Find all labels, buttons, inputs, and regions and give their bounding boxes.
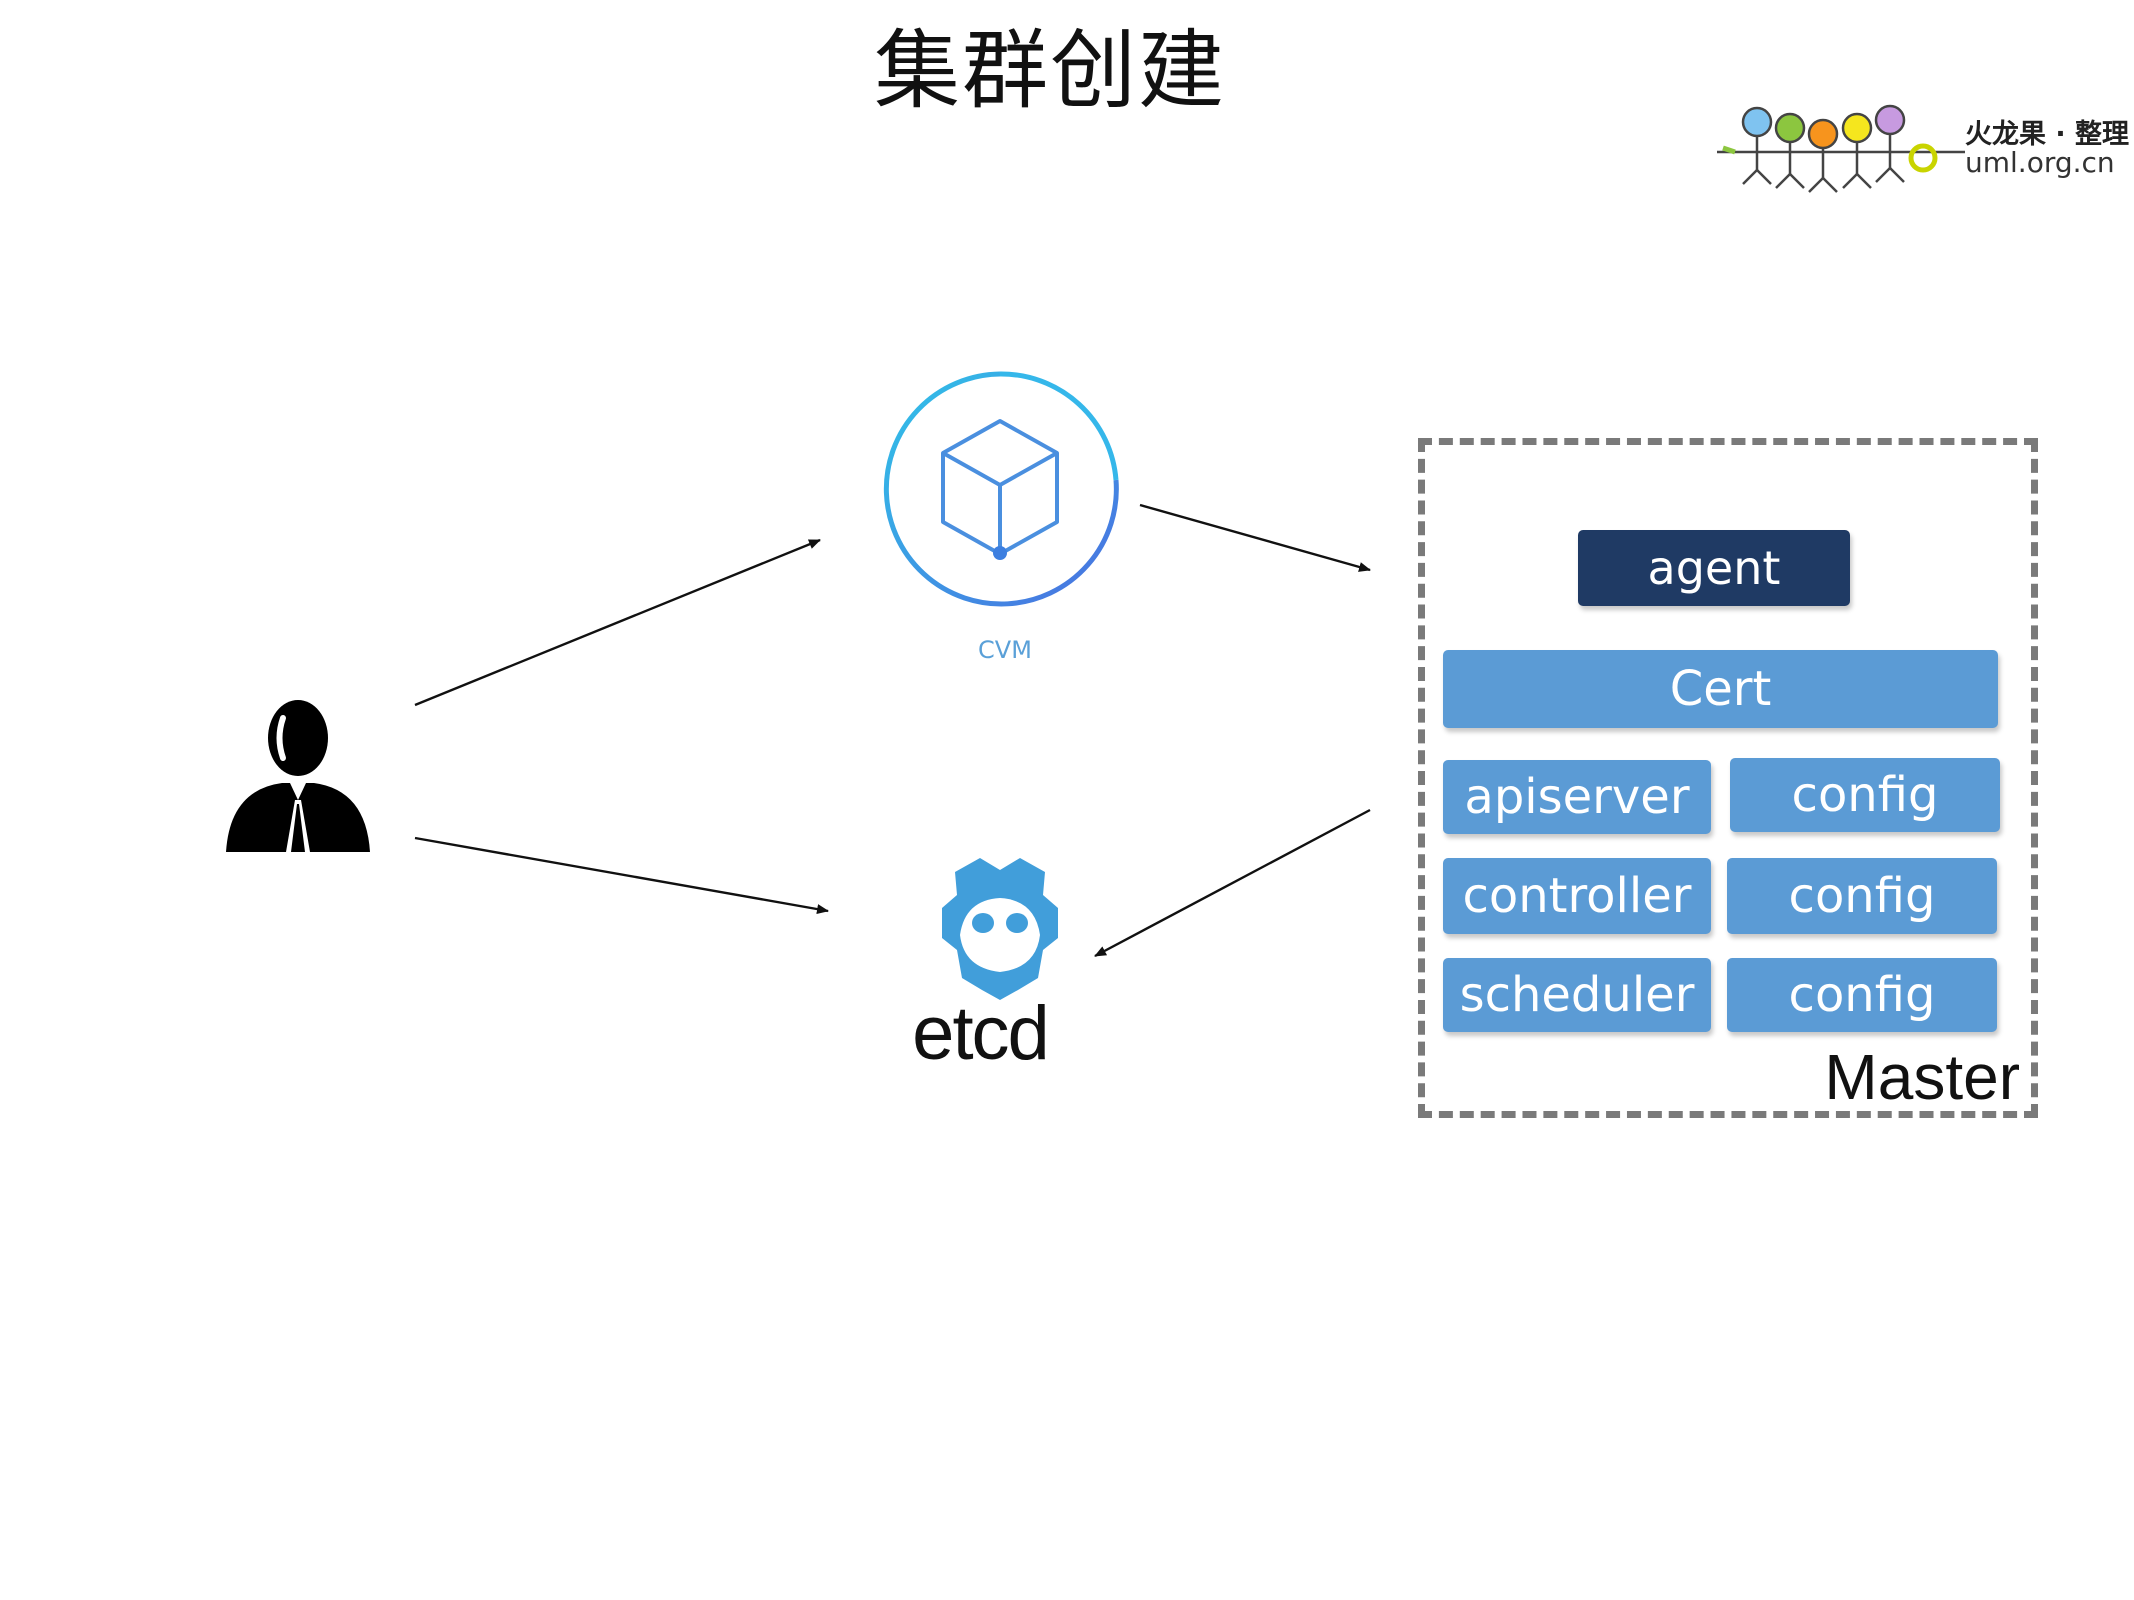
logo-title: 火龙果 · 整理	[1965, 119, 2130, 150]
master-container	[1418, 438, 2038, 1118]
etcd-label: etcd	[912, 991, 1050, 1076]
cert-block: Cert	[1443, 650, 1998, 728]
scheduler-block: scheduler	[1443, 958, 1711, 1032]
logo	[1717, 104, 1965, 193]
page-title: 集群创建	[874, 21, 1226, 121]
edge-cvm-to-master	[1139, 503, 1371, 572]
etcd-logo-icon	[942, 858, 1058, 1000]
logo-figures-icon	[1717, 104, 1965, 193]
businessman-icon	[226, 700, 370, 852]
agent-block: agent	[1578, 530, 1850, 606]
scheduler-config-block: config	[1727, 958, 1997, 1032]
edge-user-to-etcd	[414, 836, 829, 915]
master-label: Master	[1824, 1041, 2020, 1113]
cvm-label: CVM	[978, 636, 1032, 664]
edge-master-to-etcd	[1094, 808, 1371, 958]
controller-config-block: config	[1727, 858, 1997, 934]
controller-block: controller	[1443, 858, 1711, 934]
cube-icon	[883, 371, 1119, 607]
apiserver-config-block: config	[1730, 758, 2000, 832]
logo-url: uml.org.cn	[1965, 146, 2115, 179]
edge-user-to-cvm	[414, 538, 821, 707]
apiserver-block: apiserver	[1443, 760, 1711, 834]
